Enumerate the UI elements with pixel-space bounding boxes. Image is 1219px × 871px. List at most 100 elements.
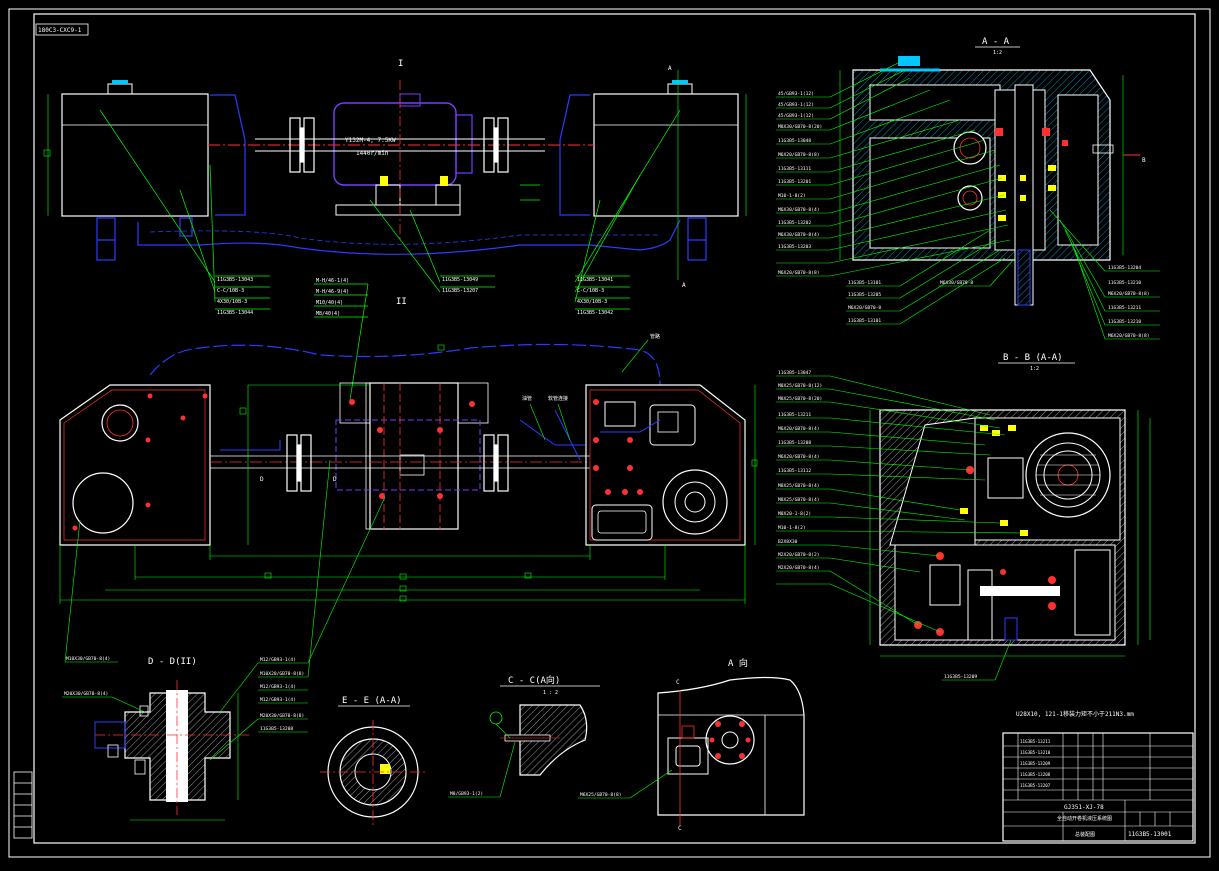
- callout-tr-2: 4X30/10B-3: [577, 299, 607, 305]
- motor-terminal-box: [399, 93, 421, 107]
- aa-bottom-0: 11G3B5-13101: [848, 280, 881, 286]
- bb-left-6: M6X20/GB70-8(4): [778, 454, 820, 460]
- left-drum: [72, 472, 134, 534]
- technical-note: U28X10, 121-1移装力矩不小于211N3.mm: [1016, 710, 1134, 718]
- bb-left-3: 11G3B5-13211: [778, 412, 811, 418]
- aa-left-13: M6X20/GB70-8(8): [778, 270, 820, 276]
- section-a-mark-top: A: [668, 65, 672, 72]
- aa-right-3: 11G3B5-13211: [1108, 305, 1141, 311]
- callout-tl-1: C-C/10B-3: [217, 288, 244, 294]
- aa-right-1: 11G3B5-13210: [1108, 280, 1141, 286]
- view-a-c-mark-top: C: [676, 679, 680, 686]
- aa-right-2: M6X20/GB70-8(8): [1108, 291, 1150, 297]
- aa-left-0: 45/GB93-1(12): [778, 91, 814, 97]
- dd-right-1: M10X20/GB70-8(8): [260, 671, 304, 677]
- sheet-inner-border: [33, 13, 1196, 844]
- right-gearbox-plan: [585, 384, 746, 546]
- aa-left-7: 11G3B5-13201: [778, 179, 811, 185]
- bb-shaft: [980, 586, 1060, 596]
- right-bracket: [559, 94, 590, 216]
- bb-left-5: 11G3B5-13208: [778, 440, 811, 446]
- aa-left-4: 11G3B5-13048: [778, 138, 811, 144]
- cc-callout: M8/GB93-1(2): [450, 791, 483, 797]
- section-ee: E - E (A-A): [320, 696, 428, 825]
- aa-bottom-2: M6X20/GB70-8: [848, 305, 881, 311]
- bb-left-1: M8X25/GB70-8(12): [778, 383, 822, 389]
- callout-plan-2: M10/40(4): [316, 300, 343, 306]
- bb-left-13: M2X20/GB70-8(2): [778, 552, 820, 558]
- aa-left-9: M6X30/GB70-8(4): [778, 207, 820, 213]
- callout-plan-0: M-H/46-1(4): [316, 278, 349, 284]
- aa-bottom-1: 11G3B5-13205: [848, 292, 881, 298]
- rev-row-0: 11G3B5-13211: [1020, 739, 1051, 744]
- dd-shaft: [166, 690, 188, 802]
- left-gearbox-plan: [59, 384, 211, 546]
- aa-left-12: 11G3B5-13203: [778, 244, 811, 250]
- motor-note-line1: Y132M-4, 7.5KW: [345, 137, 396, 144]
- aa-left-11: M6X30/GB70-8(4): [778, 232, 820, 238]
- bb-left-2: M8X25/GB70-8(20): [778, 396, 822, 402]
- bb-bottom: 11G3B5-13209: [944, 674, 977, 680]
- aa-leaders: [776, 61, 1160, 340]
- top-view-label: I: [398, 59, 403, 69]
- motor-flange: [455, 114, 473, 174]
- bb-left-7: 11G3B5-13112: [778, 468, 811, 474]
- plan-left-coupling: [286, 434, 312, 492]
- callout-plan-3: M8/40(4): [316, 311, 340, 317]
- view-a-valve: [667, 737, 709, 775]
- support-feet: [96, 217, 707, 261]
- plan-view-label: II: [396, 297, 407, 307]
- section-aa: A - A 1:2: [776, 37, 1160, 340]
- cc-scale: 1 : 2: [543, 690, 558, 696]
- bb-left-0: 11G3B5-13047: [778, 370, 811, 376]
- view-a-flange: [705, 715, 755, 765]
- aa-scale: 1:2: [993, 50, 1002, 56]
- aa-left-6: 11G3B5-13111: [778, 166, 811, 172]
- aa-left-2: 45/GB93-1(12): [778, 113, 814, 119]
- binding-strip: [13, 771, 33, 839]
- rev-row-3: 11G3B5-13208: [1020, 772, 1051, 777]
- dd-right-4: M20X30/GB70-8(8): [260, 713, 304, 719]
- left-coupling: [289, 117, 315, 173]
- aa-left-1: 45/GB93-1(12): [778, 102, 814, 108]
- bb-left-14: M2X20/GB70-8(4): [778, 565, 820, 571]
- bb-left-9: M8X25/GB70-8(4): [778, 497, 820, 503]
- motor-base: [335, 204, 461, 216]
- aa-left-10: 11G3B5-13202: [778, 220, 811, 226]
- rev-row-4: 11G3B5-13207: [1020, 783, 1051, 788]
- base-frame-outline: [137, 219, 681, 255]
- left-gearbox-cap: [107, 83, 133, 95]
- bb-left-11: M10-1-8(2): [778, 525, 806, 531]
- view-a-callout: M6X25/GB70-8(8): [580, 792, 622, 798]
- plan-right-coupling: [483, 434, 509, 492]
- rev-row-1: 11G3B5-13210: [1020, 750, 1051, 755]
- plan-frame-contour: [149, 343, 661, 386]
- rev-row-2: 11G3B5-13209: [1020, 761, 1051, 766]
- callout-tr-3: 11G3B5-13042: [577, 310, 613, 316]
- view-a-title: A 向: [728, 657, 748, 669]
- bb-left-12: B2X8X30: [778, 539, 798, 545]
- aa-right-5: M6X20/GB70-8(8): [1108, 333, 1150, 339]
- bb-title: B - B (A-A): [1003, 353, 1063, 363]
- dd-top-callout: M10X30/GB70-8(4): [66, 656, 110, 662]
- dd-right-2: M12/GB93-1(4): [260, 684, 296, 690]
- section-d-mark-right: D: [333, 476, 337, 483]
- right-coupling: [483, 117, 509, 173]
- plan-view: II M-H/46-1(4) M-H/46-9(4) M10/40(4) M8/…: [59, 278, 758, 604]
- corner-tag-box: [35, 23, 89, 36]
- section-cc: C - C(A向) 1 : 2 M8/GB93-1(2): [448, 674, 600, 798]
- left-gearbox-plug: [112, 80, 128, 84]
- bb-left-4: M6X20/GB70-8(4): [778, 426, 820, 432]
- title-block: 11G3B5-13211 11G3B5-13210 11G3B5-13209 1…: [1002, 732, 1194, 842]
- callout-plan-1: M-H/46-9(4): [316, 289, 349, 295]
- bb-left-10: M8X20-1-8(2): [778, 511, 811, 517]
- drawing-number: 11G3B5-13001: [1128, 831, 1172, 838]
- section-d-mark-left: D: [260, 476, 264, 483]
- aa-bottom-3: 11G3B5-13101: [848, 318, 881, 324]
- callout-tm-0: 11G3B5-13049: [442, 277, 478, 283]
- aa-left-5: M6X20/GB70-8(8): [778, 152, 820, 158]
- left-shaft-boss: [101, 404, 139, 442]
- aa-left-3: M8X30/GB70-8(20): [778, 124, 822, 130]
- callout-tl-2: 4X30/10B-3: [217, 299, 247, 305]
